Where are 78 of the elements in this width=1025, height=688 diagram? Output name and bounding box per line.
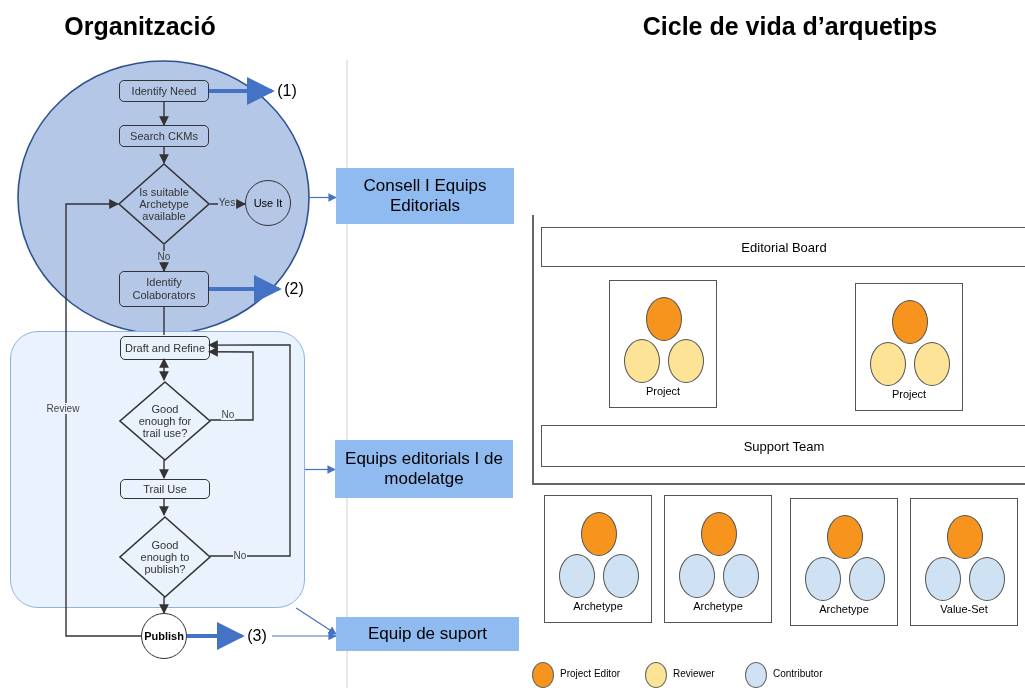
- callout-number: (1): [272, 80, 302, 102]
- section-title: Cicle de vida d’arquetips: [641, 12, 939, 41]
- role-circle: [969, 557, 1005, 601]
- edge-label: Yes: [217, 197, 237, 208]
- arrow: [208, 346, 254, 421]
- arrow: [304, 465, 336, 474]
- group-card: [609, 280, 717, 408]
- thick-arrow: [187, 622, 245, 650]
- legend-text: Reviewer: [673, 668, 715, 679]
- decision-text: Good enough to publish?: [139, 538, 191, 577]
- role-box: Equips editorials I de modelatge: [335, 440, 513, 498]
- process-box: Draft and Refine: [120, 336, 210, 360]
- thick-arrow: [209, 77, 275, 105]
- connector-line: [163, 306, 165, 336]
- arrow: [208, 340, 291, 557]
- group-card: [790, 498, 898, 626]
- process-box: Identify Colaborators: [119, 271, 209, 307]
- decision-text: Is suitable Archetype available: [138, 185, 190, 224]
- role-circle: [849, 557, 885, 601]
- callout-number: (3): [242, 625, 272, 647]
- card-label: Project: [890, 388, 928, 400]
- process-box: Trail Use: [120, 479, 210, 499]
- role-circle: [581, 512, 617, 556]
- arrow: [159, 146, 169, 164]
- arrow: [309, 193, 337, 202]
- arrow: [209, 199, 246, 209]
- role-box: Consell I Equips Editorials: [336, 168, 514, 224]
- role-circle: [668, 339, 704, 383]
- arrow: [159, 358, 169, 381]
- role-circle: [925, 557, 961, 601]
- edge-label: No: [220, 409, 236, 420]
- legend-text: Project Editor: [560, 668, 621, 679]
- role-circle: [827, 515, 863, 559]
- role-circle: [701, 512, 737, 556]
- process-box: Identify Need: [119, 80, 209, 102]
- arrow: [65, 199, 142, 637]
- role-circle: [870, 342, 906, 386]
- role-circle: [723, 554, 759, 598]
- terminal-circle: Publish: [141, 613, 187, 659]
- card-label: Project: [644, 385, 682, 397]
- role-circle: [679, 554, 715, 598]
- role-circle: [947, 515, 983, 559]
- group-card: [910, 498, 1018, 626]
- role-circle: [805, 557, 841, 601]
- process-box: Search CKMs: [119, 125, 209, 147]
- arrow: [159, 459, 169, 479]
- role-box: Equip de suport: [336, 617, 519, 651]
- role-circle: [624, 339, 660, 383]
- edge-label: No: [156, 251, 172, 262]
- edge-label: Review: [45, 403, 81, 414]
- role-circle: [646, 297, 682, 341]
- arrow: [159, 497, 169, 516]
- thick-arrow: [209, 275, 282, 303]
- role-circle: [914, 342, 950, 386]
- group-card: [855, 283, 963, 411]
- decision-text: Good enough for trail use?: [137, 402, 193, 441]
- legend-text: Contributor: [773, 668, 823, 679]
- frame: [532, 215, 1025, 485]
- card-label: Archetype: [818, 603, 870, 615]
- arrow: [295, 607, 337, 635]
- arrow: [271, 631, 337, 641]
- card-label: Archetype: [572, 600, 624, 612]
- group-panel: [10, 331, 305, 608]
- group-card: [544, 495, 652, 623]
- callout-number: (2): [279, 278, 309, 300]
- team-band: Editorial Board: [541, 227, 1025, 267]
- arrow: [159, 244, 169, 272]
- role-circle: [892, 300, 928, 344]
- role-circle: [603, 554, 639, 598]
- edge-label: No: [232, 550, 248, 561]
- arrow: [159, 101, 169, 126]
- team-band: Support Team: [541, 425, 1025, 467]
- arrow: [159, 596, 169, 614]
- group-card: [664, 495, 772, 623]
- card-label: Value-Set: [939, 603, 989, 615]
- card-label: Archetype: [692, 600, 744, 612]
- section-title: Organització: [63, 12, 217, 41]
- role-circle: [559, 554, 595, 598]
